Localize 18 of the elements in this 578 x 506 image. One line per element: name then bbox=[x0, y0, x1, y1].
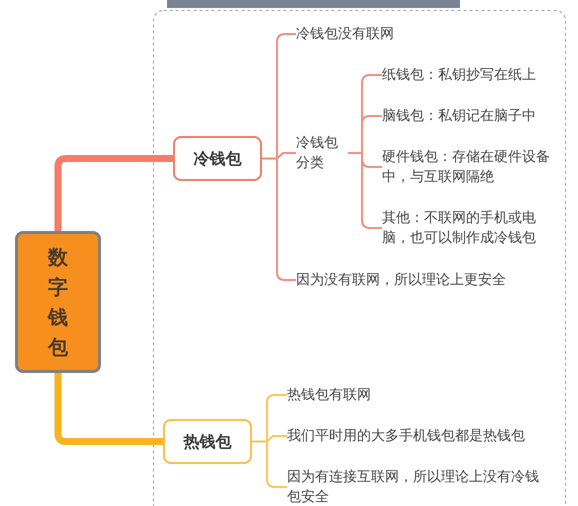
topic-text: 冷钱包没有联网 bbox=[296, 24, 456, 44]
branch-box: 冷钱包 bbox=[173, 136, 262, 181]
branch-box: 热钱包 bbox=[163, 419, 252, 464]
branch-line bbox=[54, 373, 163, 445]
topic-text: 冷钱包分类 bbox=[296, 133, 348, 173]
branch-line bbox=[262, 158, 296, 281]
topic-text: 热钱包有联网 bbox=[287, 385, 487, 405]
topic-text: 我们平时用的大多手机钱包都是热钱包 bbox=[287, 426, 557, 446]
branch-line bbox=[252, 440, 287, 488]
topic-text: 因为没有联网，所以理论上更安全 bbox=[296, 270, 556, 290]
topic-text: 因为有连接互联网，所以理论上没有冷钱包安全 bbox=[287, 467, 549, 506]
branch-line bbox=[348, 152, 382, 229]
branch-line bbox=[54, 155, 173, 231]
topic-text: 脑钱包：私钥记在脑子中 bbox=[382, 106, 562, 126]
topic-text: 纸钱包：私钥抄写在纸上 bbox=[382, 65, 562, 85]
topic-text: 其他：不联网的手机或电脑，也可以制作成冷钱包 bbox=[382, 208, 560, 248]
root-box: 数字钱包 bbox=[15, 231, 101, 373]
topic-text: 硬件钱包：存储在硬件设备中，与互联网隔绝 bbox=[382, 147, 560, 187]
